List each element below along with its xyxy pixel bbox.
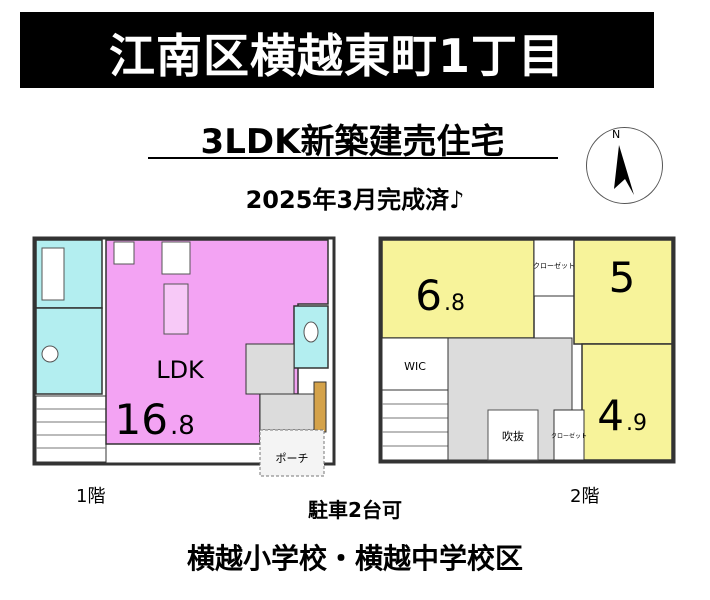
floor2-plan: 6 .8 5 4 .9 WIC 吹抜 クローゼット クローゼット xyxy=(378,236,676,464)
compass-north-label: N xyxy=(612,128,621,141)
porch-label: ポーチ xyxy=(276,452,309,465)
room-c-size: 4 xyxy=(597,391,624,440)
title-banner: 江南区横越東町1丁目 xyxy=(20,12,654,88)
floor1-label: 1階 xyxy=(76,486,106,507)
room-a-decimal: .8 xyxy=(444,291,465,316)
void-label: 吹抜 xyxy=(502,429,524,443)
subtitle-underline xyxy=(148,157,558,159)
page-title: 江南区横越東町1丁目 xyxy=(108,29,565,83)
ldk-name: LDK xyxy=(156,356,205,384)
ldk-size: 16 xyxy=(115,395,168,444)
floor2-label: 2階 xyxy=(570,486,600,507)
room-c-decimal: .9 xyxy=(626,411,647,436)
completion-note: 2025年3月完成済♪ xyxy=(245,186,465,214)
closet-1-label: クローゼット xyxy=(533,261,575,270)
school-district: 横越小学校・横越中学校区 xyxy=(186,542,523,575)
wic-label: WIC xyxy=(404,360,426,373)
compass-needle-icon xyxy=(614,145,634,195)
compass-icon xyxy=(586,127,663,204)
closet-2-label: クローゼット xyxy=(551,432,587,440)
room-b-size: 5 xyxy=(609,253,636,302)
ldk-size-decimal: .8 xyxy=(170,411,195,441)
parking-note: 駐車2台可 xyxy=(308,498,402,522)
room-a-size: 6 xyxy=(415,271,442,320)
listing-subtitle: 3LDK新築建売住宅 xyxy=(200,122,505,162)
floor1-plan: LDK 16 .8 ポーチ xyxy=(32,236,336,477)
